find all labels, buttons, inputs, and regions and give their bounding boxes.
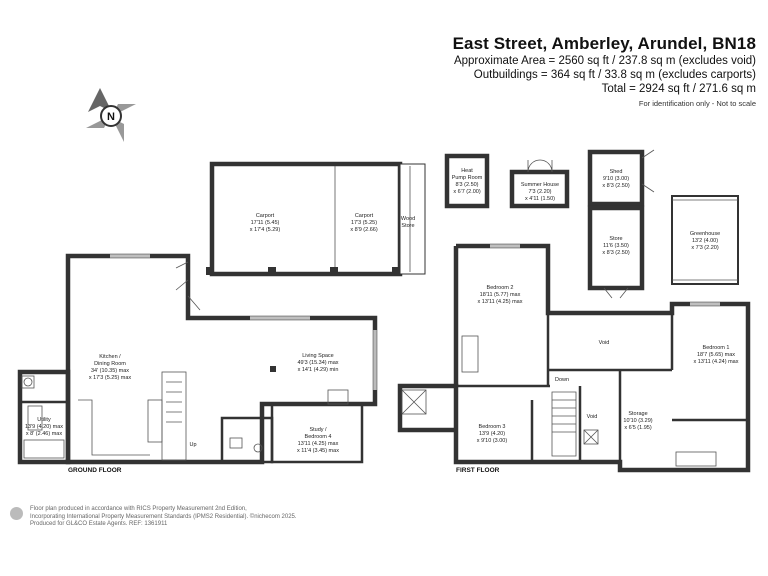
outbuildings-area: Outbuildings = 364 sq ft / 33.8 sq m (ex… xyxy=(473,69,756,81)
heat-pump-dim2: x 6'7 (2.00) xyxy=(453,189,481,195)
store-name: Store xyxy=(609,236,622,242)
bedroom2-dim2: x 13'11 (4.25) max xyxy=(478,299,523,305)
property-title: East Street, Amberley, Arundel, BN18 xyxy=(452,34,756,53)
study-name2: Bedroom 4 xyxy=(305,434,332,440)
bedroom3-dim2: x 9'10 (3.00) xyxy=(477,438,508,444)
storage-dim1: 10'10 (3.29) xyxy=(623,418,652,424)
storage-name: Storage xyxy=(628,411,647,417)
stairs-down-label: Down xyxy=(555,377,569,383)
header: East Street, Amberley, Arundel, BN18 App… xyxy=(453,34,756,108)
shed-name: Shed xyxy=(610,169,623,175)
utility-dim2: x 8' (2.46) max xyxy=(26,431,62,437)
carport-2-dim1: 17'3 (5.25) xyxy=(351,220,377,226)
heat-pump-name1: Heat xyxy=(461,168,473,174)
study-name1: Study / xyxy=(309,427,327,433)
summer-house-name: Summer House xyxy=(521,182,559,188)
footer-line-3: Produced for GL&CO Estate Agents. REF: 1… xyxy=(30,521,168,527)
heat-pump-room xyxy=(444,153,490,209)
shed-dim1: 9'10 (3.00) xyxy=(603,176,629,182)
greenhouse-dim1: 13'2 (4.00) xyxy=(692,238,718,244)
stairs-up-label: Up xyxy=(189,442,196,448)
heat-pump-dim1: 8'3 (2.50) xyxy=(455,182,478,188)
utility-dim1: 13'9 (4.20) max xyxy=(25,424,63,430)
bedroom1-dim2: x 13'11 (4.24) max xyxy=(694,359,739,365)
store xyxy=(587,205,645,291)
utility-name: Utility xyxy=(37,417,51,423)
ground-floor-label: GROUND FLOOR xyxy=(68,467,122,474)
footer-line-1: Floor plan produced in accordance with R… xyxy=(30,506,247,512)
greenhouse-name: Greenhouse xyxy=(690,231,720,237)
summer-house xyxy=(509,169,570,209)
bedroom3-name: Bedroom 3 xyxy=(479,424,506,430)
store-dim1: 11'6 (3.50) xyxy=(603,243,629,249)
wood-store-name1: Wood xyxy=(401,216,415,222)
bedroom2-name: Bedroom 2 xyxy=(487,285,514,291)
carport-1-name: Carport xyxy=(256,213,275,219)
footer-notes: Floor plan produced in accordance with R… xyxy=(30,506,297,529)
carport-building xyxy=(206,161,426,277)
bedroom2-dim1: 18'11 (5.77) max xyxy=(480,292,521,298)
bedroom1-dim1: 18'7 (5.65) max xyxy=(697,352,735,358)
kitchen-dim2: x 17'3 (5.25) max xyxy=(89,375,132,381)
greenhouse-dim2: x 7'3 (2.20) xyxy=(691,245,719,251)
carport-1-dim1: 17'11 (5.45) xyxy=(251,220,280,226)
study-dim2: x 11'4 (3.45) max xyxy=(297,448,339,454)
void2-name: Void xyxy=(587,414,598,420)
footer-line-2: Incorporating International Property Mea… xyxy=(30,513,297,520)
total-area: Total = 2924 sq ft / 271.6 sq m xyxy=(601,83,756,95)
carport-2-name: Carport xyxy=(355,213,374,219)
kitchen-dim1: 34' (10.35) max xyxy=(91,368,129,374)
greenhouse xyxy=(671,195,739,285)
scale-note: For identification only - Not to scale xyxy=(638,99,756,108)
wood-store-name2: Store xyxy=(401,223,414,229)
void1-name: Void xyxy=(599,340,610,346)
kitchen-name1: Kitchen / xyxy=(99,354,121,360)
shed-dim2: x 8'3 (2.50) xyxy=(602,183,630,189)
agent-logo-icon xyxy=(10,507,23,520)
kitchen-name2: Dining Room xyxy=(94,361,126,367)
living-dim1: 49'3 (15.34) max xyxy=(297,360,338,366)
ground-floor-plan xyxy=(17,253,378,465)
heat-pump-name2: Pump Room xyxy=(452,175,483,181)
storage-dim2: x 6'5 (1.95) xyxy=(624,425,652,431)
carport-2-dim2: x 8'9 (2.66) xyxy=(350,227,378,233)
compass-icon: N xyxy=(86,88,136,142)
shed xyxy=(587,149,645,207)
approx-area: Approximate Area = 2560 sq ft / 237.8 sq… xyxy=(453,55,756,67)
first-floor-plan xyxy=(397,243,751,473)
carport-1-dim2: x 17'4 (5.29) xyxy=(250,227,281,233)
summer-house-dim1: 7'3 (2.20) xyxy=(528,189,551,195)
living-name: Living Space xyxy=(302,353,334,359)
living-dim2: x 14'1 (4.29) min xyxy=(298,367,339,373)
summer-house-dim2: x 4'11 (1.50) xyxy=(525,196,555,202)
compass-label: N xyxy=(107,111,115,123)
study-dim1: 13'11 (4.25) max xyxy=(298,441,339,447)
store-dim2: x 8'3 (2.50) xyxy=(602,250,630,256)
bedroom3-dim1: 13'9 (4.20) xyxy=(479,431,505,437)
first-floor-label: FIRST FLOOR xyxy=(456,467,500,474)
bedroom1-name: Bedroom 1 xyxy=(703,345,730,351)
